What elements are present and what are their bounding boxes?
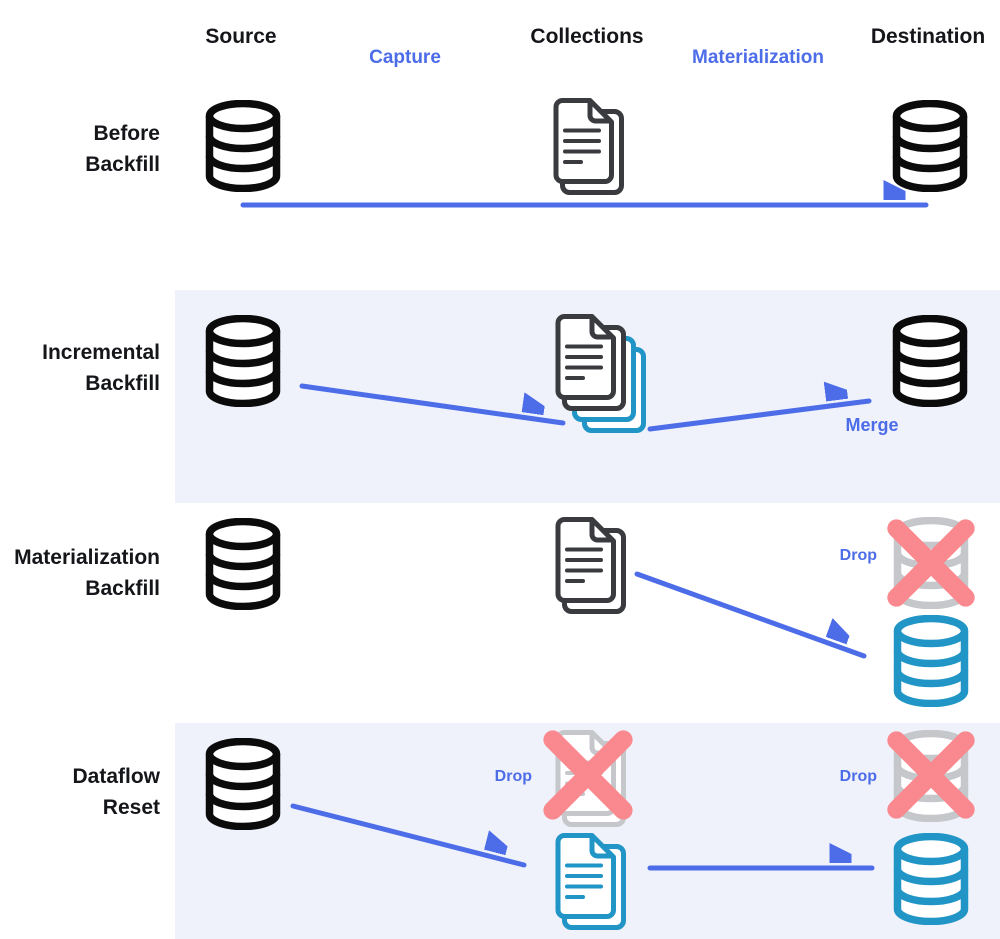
column-header-destination: Destination (870, 25, 986, 48)
page-front (556, 101, 612, 182)
document-stack-icon (550, 98, 624, 195)
drop-label: Drop (839, 547, 877, 564)
stage-header-materialization: Materialization (692, 47, 824, 68)
document-stack-icon (552, 517, 626, 614)
column-header-collections: Collections (530, 25, 644, 48)
document-stack-icon (552, 833, 626, 930)
database-icon (205, 738, 281, 830)
database-icon (892, 100, 968, 192)
page-front (558, 520, 614, 601)
page-front (558, 836, 614, 917)
column-header-source: Source (205, 25, 277, 48)
database-icon (205, 100, 281, 192)
database-icon (205, 518, 281, 610)
page-front (558, 317, 614, 398)
document-stack-icon (552, 314, 646, 433)
database-icon (892, 315, 968, 407)
merge-label: Merge (845, 415, 899, 435)
row-label-dataflow-reset: Dataflow Reset (72, 765, 160, 819)
drop-label: Drop (494, 768, 532, 785)
database-icon (893, 615, 969, 707)
database-icon (205, 315, 281, 407)
x-mark-icon (883, 727, 979, 823)
drop-label: Drop (839, 768, 877, 785)
x-mark-icon (883, 515, 979, 611)
row-label-incremental-backfill: Incremental Backfill (42, 341, 160, 395)
database-icon (893, 833, 969, 925)
flow-arrow-icon-materialization-backfill (634, 571, 867, 659)
x-mark-icon (539, 726, 637, 824)
row-label-before-backfill: Before Backfill (85, 122, 160, 176)
row-label-materialization-backfill: Materialization Backfill (14, 546, 160, 600)
stage-header-capture: Capture (369, 47, 441, 68)
